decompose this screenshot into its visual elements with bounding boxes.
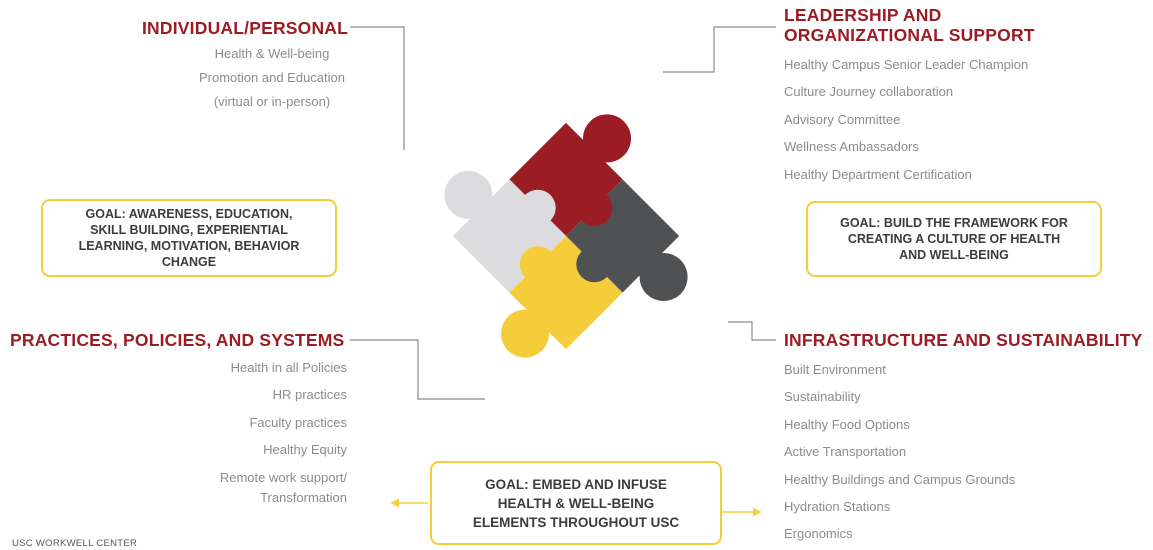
goal-right-line: CREATING A CULTURE OF HEALTH	[847, 232, 1061, 246]
practices-item: Health in all Policies	[230, 360, 347, 375]
practices-remote-line: Remote work support/	[219, 470, 347, 485]
individual-line: Promotion and Education	[199, 70, 345, 85]
infrastructure-item: Healthy Food Options	[784, 416, 910, 432]
connector-leadership	[663, 26, 776, 73]
goal-left-line: GOAL: AWARENESS, EDUCATION,	[85, 207, 293, 221]
individual-line: (virtual or in-person)	[213, 94, 331, 109]
connector-practices	[350, 339, 485, 400]
goal-bottom-line: GOAL: EMBED AND INFUSE	[485, 476, 667, 492]
infrastructure-item: Active Transportation	[784, 444, 907, 460]
practices-heading: PRACTICES, POLICIES, AND SYSTEMS	[10, 330, 345, 350]
leadership-item: Wellness Ambassadors	[784, 139, 919, 155]
goal-left-line: LEARNING, MOTIVATION, BEHAVIOR	[78, 239, 300, 253]
goal-bottom-line: ELEMENTS THROUGHOUT USC	[472, 514, 680, 530]
leadership-heading-line1: LEADERSHIP AND	[784, 5, 942, 25]
leadership-list: Healthy Campus Senior Leader Champion Cu…	[784, 51, 1028, 188]
infrastructure-item: Built Environment	[784, 362, 886, 377]
individual-line: Health & Well-being	[214, 46, 330, 61]
individual-heading: INDIVIDUAL/PERSONAL	[142, 18, 349, 38]
practices-item: Faculty practices	[249, 414, 347, 430]
practices-item: Healthy Equity	[263, 442, 347, 458]
infrastructure-heading: INFRASTRUCTURE AND SUSTAINABILITY	[784, 330, 1143, 350]
infrastructure-item: Ergonomics	[784, 526, 853, 542]
footer-credit: USC WORKWELL CENTER	[12, 538, 138, 549]
leadership-item: Healthy Campus Senior Leader Champion	[784, 57, 1029, 72]
goal-box-bottom: GOAL: EMBED AND INFUSE HEALTH & WELL-BEI…	[430, 461, 722, 545]
practices-item: HR practices	[272, 387, 347, 403]
goal-right-line: AND WELL-BEING	[899, 248, 1009, 262]
goal-box-left: GOAL: AWARENESS, EDUCATION, SKILL BUILDI…	[41, 199, 337, 277]
goal-left-line: CHANGE	[161, 255, 217, 269]
goal-left-line: SKILL BUILDING, EXPERIENTIAL	[90, 223, 288, 237]
individual-list: Health & Well-being Promotion and Educat…	[190, 42, 354, 114]
leadership-item: Healthy Department Certification	[784, 166, 972, 182]
connector-individual	[350, 26, 405, 150]
practices-remote: Remote work support/ Transformation	[150, 468, 347, 508]
goal-bottom-line: HEALTH & WELL-BEING	[497, 495, 655, 511]
leadership-heading-line2: ORGANIZATIONAL SUPPORT	[784, 25, 1035, 45]
goal-right-line: GOAL: BUILD THE FRAMEWORK FOR	[840, 216, 1068, 230]
practices-remote-line: Transformation	[260, 490, 347, 505]
infrastructure-item: Healthy Buildings and Campus Grounds	[784, 471, 1016, 487]
goal-box-right: GOAL: BUILD THE FRAMEWORK FOR CREATING A…	[806, 201, 1102, 277]
leadership-item: Advisory Committee	[784, 111, 901, 127]
infrastructure-list: Built Environment Sustainability Healthy…	[784, 356, 1015, 548]
infrastructure-item: Sustainability	[784, 389, 861, 405]
connector-infrastructure	[728, 321, 776, 341]
leadership-item: Culture Journey collaboration	[784, 84, 954, 100]
practices-list: Health in all Policies HR practices Facu…	[150, 354, 347, 464]
infrastructure-item: Hydration Stations	[784, 499, 891, 515]
